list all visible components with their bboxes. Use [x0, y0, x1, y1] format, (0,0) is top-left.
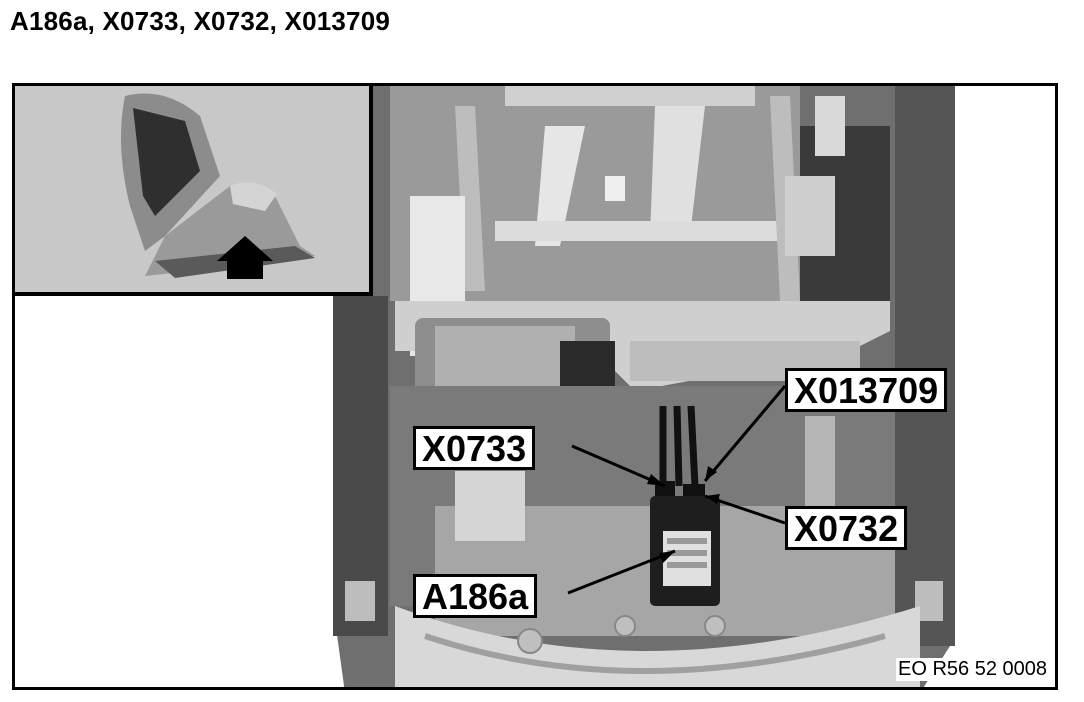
- page-title: A186a, X0733, X0732, X013709: [10, 6, 391, 36]
- leader-line-x013709: [703, 385, 787, 482]
- arrow-up-icon: [217, 236, 273, 279]
- seat-diagram-figure: X013709 X0733 X0732 A186a EO R56 52 0008: [12, 83, 1058, 690]
- callout-x013709: X013709: [785, 368, 948, 412]
- inset-seat-overview: [15, 86, 373, 296]
- leader-line-x0732: [704, 494, 786, 525]
- callout-x0733: X0733: [413, 426, 536, 470]
- callout-x0732: X0732: [785, 506, 908, 550]
- callout-a186a: A186a: [413, 574, 538, 618]
- leader-line-a186a: [567, 549, 676, 595]
- inset-seat-illustration: [15, 86, 369, 292]
- reference-code: EO R56 52 0008: [896, 658, 1049, 681]
